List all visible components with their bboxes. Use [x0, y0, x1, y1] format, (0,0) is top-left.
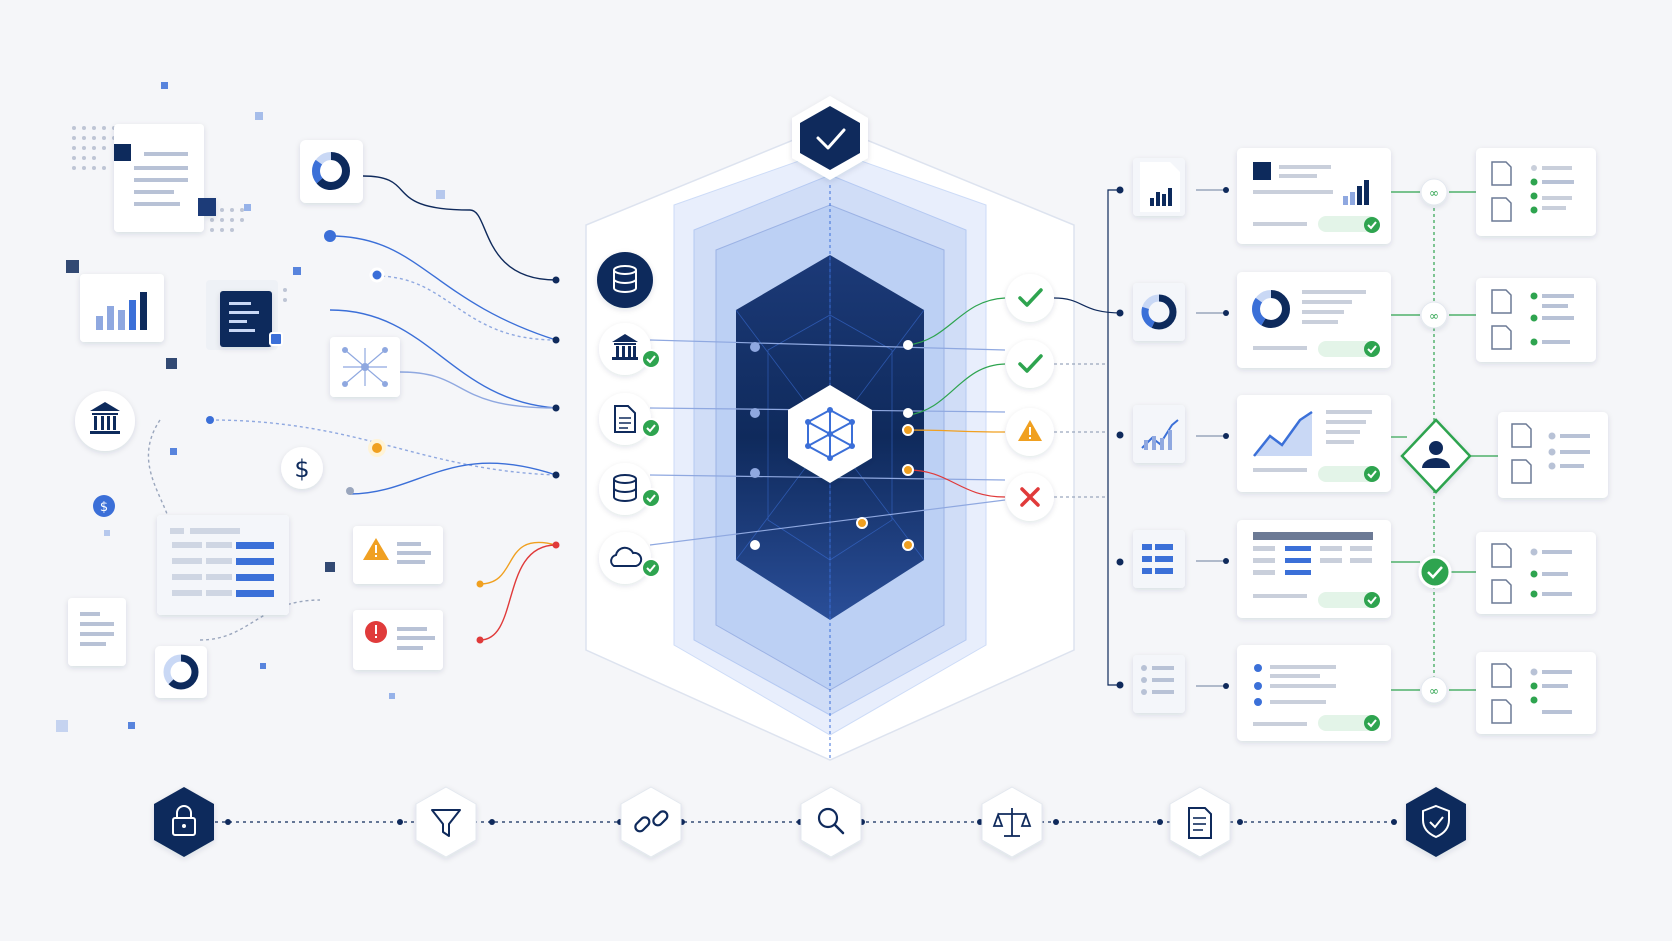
output-card-4[interactable] — [1476, 532, 1596, 614]
report-card-bar-chart[interactable] — [1237, 148, 1391, 244]
svg-text:∞: ∞ — [1429, 684, 1439, 698]
output-distribution: ∞ ∞ ∞ — [1391, 148, 1608, 734]
input-code-document-card[interactable] — [206, 280, 283, 350]
source-document[interactable] — [599, 393, 661, 445]
report-tile-donut[interactable] — [1133, 283, 1185, 341]
source-bank[interactable] — [599, 323, 661, 375]
source-database-main[interactable] — [597, 252, 653, 308]
left-connectors — [147, 175, 557, 641]
svg-text:∞: ∞ — [1429, 309, 1439, 323]
input-spreadsheet-card[interactable] — [157, 515, 289, 615]
status-check-2[interactable] — [1006, 340, 1054, 388]
report-tile-list[interactable] — [1133, 655, 1185, 713]
svg-text:$: $ — [100, 500, 108, 515]
status-error[interactable] — [1006, 473, 1054, 521]
input-donut-card-small[interactable] — [155, 646, 207, 698]
central-processing-core — [585, 96, 1075, 761]
scatter-dots — [56, 82, 445, 732]
report-card-list[interactable] — [1237, 645, 1391, 741]
dot-grid — [72, 126, 287, 302]
user-icon[interactable] — [1400, 418, 1472, 494]
shield-check-icon[interactable] — [792, 96, 868, 180]
source-database[interactable] — [599, 463, 661, 515]
output-card-2[interactable] — [1476, 278, 1596, 362]
link-icon[interactable] — [620, 786, 682, 858]
report-card-donut[interactable] — [1237, 272, 1391, 368]
link-node-3[interactable]: ∞ — [1420, 676, 1448, 704]
input-error-card[interactable] — [353, 610, 443, 670]
input-bar-chart-card[interactable] — [80, 274, 164, 342]
small-dollar-icon: $ — [93, 495, 115, 517]
report-column — [1107, 148, 1391, 741]
balance-scale-icon[interactable] — [981, 786, 1043, 858]
input-donut-card[interactable] — [300, 140, 363, 203]
shield-check-icon-bottom[interactable] — [1406, 787, 1466, 857]
output-card-3[interactable] — [1498, 412, 1608, 498]
input-dollar-icon[interactable]: $ — [281, 447, 323, 489]
input-network-card[interactable] — [330, 337, 400, 397]
link-node-1[interactable]: ∞ — [1420, 178, 1448, 206]
input-document-card[interactable] — [114, 124, 216, 232]
core-nodes — [750, 340, 914, 551]
left-input-zone: $ $ — [56, 82, 560, 732]
network-hexagon-icon[interactable] — [788, 385, 872, 483]
connector-nodes — [206, 230, 560, 644]
link-node-2[interactable]: ∞ — [1420, 301, 1448, 329]
input-bank-icon[interactable] — [75, 391, 135, 451]
report-card-line-chart[interactable] — [1237, 395, 1391, 492]
bottom-process-flow — [154, 786, 1466, 858]
output-card-5[interactable] — [1476, 652, 1596, 734]
report-card-table[interactable] — [1237, 520, 1391, 618]
status-check-1[interactable] — [1006, 274, 1054, 322]
filter-icon[interactable] — [415, 786, 477, 858]
search-icon[interactable] — [800, 786, 862, 858]
lock-icon[interactable] — [154, 787, 214, 857]
output-card-1[interactable] — [1476, 148, 1596, 236]
source-nodes — [597, 252, 661, 584]
source-cloud[interactable] — [599, 532, 661, 584]
report-tile-table[interactable] — [1133, 530, 1185, 588]
status-warning[interactable] — [1006, 408, 1054, 456]
status-nodes — [1006, 274, 1123, 521]
output-check-node[interactable] — [1418, 555, 1452, 589]
report-tile-line-chart[interactable] — [1133, 405, 1185, 463]
document-icon[interactable] — [1169, 786, 1231, 858]
svg-text:$: $ — [294, 455, 309, 483]
input-warning-card[interactable] — [353, 526, 443, 584]
input-document-card-small[interactable] — [68, 598, 126, 666]
report-tile-bar-chart[interactable] — [1133, 158, 1185, 216]
svg-text:∞: ∞ — [1429, 186, 1439, 200]
